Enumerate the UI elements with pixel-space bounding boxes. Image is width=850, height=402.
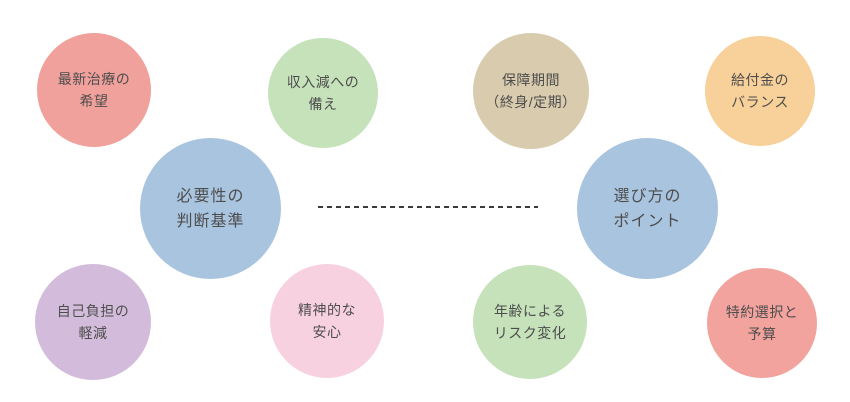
node-label-line: 特約選択と [725, 304, 799, 320]
node-label-line: 給付金の [731, 72, 789, 88]
node-label-line: 安心 [312, 324, 342, 340]
node-label-line: 希望 [79, 93, 109, 109]
diagram-node: 最新治療の 希望 [37, 33, 151, 147]
node-label-line: 保障期間 [502, 72, 560, 88]
node-label-line: 必要性の [176, 187, 245, 205]
diagram-node: 収入減への 備え [268, 38, 378, 148]
node-label-line: 最新治療の [57, 71, 131, 87]
diagram-node: 必要性の 判断基準 [140, 138, 281, 279]
node-label-line: 判断基準 [176, 212, 245, 230]
diagram-node: 自己負担の 軽減 [35, 264, 151, 380]
node-label-line: リスク変化 [493, 325, 567, 341]
diagram-node: 選び方の ポイント [577, 138, 718, 279]
diagram-node: 年齢による リスク変化 [473, 265, 587, 379]
node-label-line: （終身/定期） [485, 94, 577, 110]
diagram-node: 給付金の バランス [705, 36, 815, 146]
node-label-line: 収入減への [286, 74, 360, 90]
node-label-line: 年齢による [493, 303, 567, 319]
node-label-line: バランス [731, 94, 789, 110]
node-label-line: 自己負担の [56, 303, 130, 319]
node-label-line: 備え [308, 96, 338, 112]
diagram-node: 精神的な 安心 [270, 264, 384, 378]
node-label-line: 予算 [747, 326, 777, 342]
node-label-line: 精神的な [298, 302, 356, 318]
diagram-node: 保障期間 （終身/定期） [473, 33, 589, 149]
node-label-line: ポイント [613, 212, 682, 230]
node-label-line: 選び方の [613, 187, 682, 205]
diagram-node: 特約選択と 予算 [707, 268, 817, 378]
node-label-line: 軽減 [78, 325, 108, 341]
dashed-connector-line [318, 206, 538, 208]
